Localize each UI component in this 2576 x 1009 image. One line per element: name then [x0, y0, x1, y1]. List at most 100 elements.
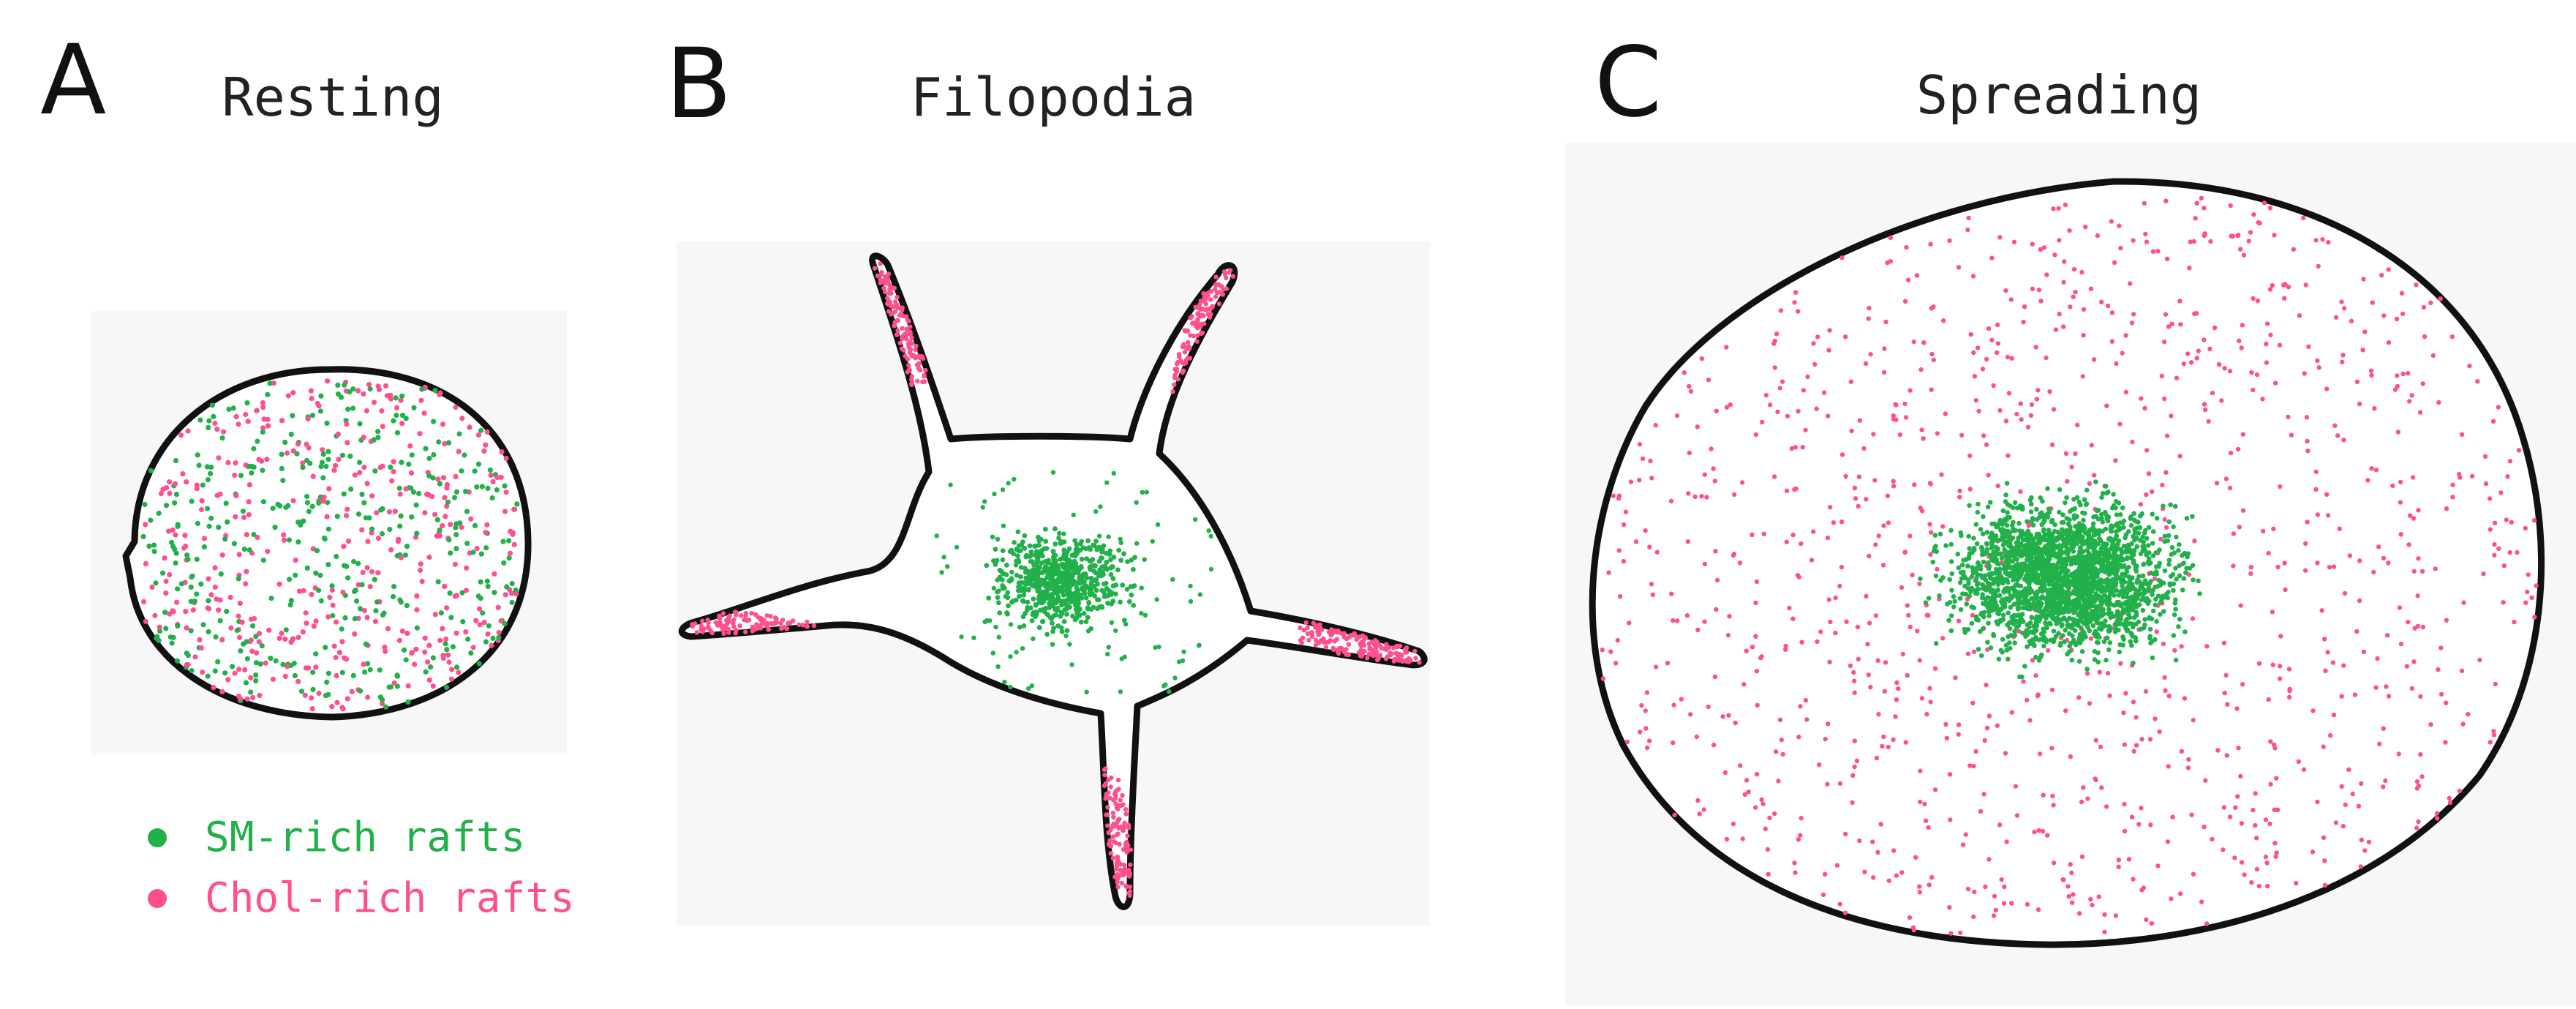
chol-raft-dot: [437, 528, 442, 533]
chol-raft-dot: [1230, 274, 1236, 279]
chol-raft-dot: [1826, 721, 1831, 727]
chol-raft-dot: [222, 670, 228, 676]
chol-raft-dot: [2116, 858, 2121, 863]
chol-raft-dot: [2249, 879, 2254, 885]
chol-raft-dot: [2400, 371, 2406, 377]
sm-raft-dot: [1134, 541, 1140, 546]
chol-raft-dot: [2134, 715, 2139, 720]
chol-raft-dot: [2369, 466, 2374, 471]
sm-raft-dot: [1975, 509, 1981, 515]
chol-raft-dot: [444, 647, 450, 653]
sm-raft-dot: [980, 505, 986, 510]
sm-raft-dot: [2057, 487, 2063, 492]
chol-raft-dot: [2228, 203, 2233, 209]
sm-raft-dot: [2000, 617, 2006, 622]
chol-raft-dot: [1944, 735, 1949, 741]
chol-raft-dot: [2221, 640, 2227, 645]
chol-raft-dot: [1124, 839, 1129, 845]
sm-raft-dot: [379, 530, 385, 537]
chol-raft-dot: [1213, 274, 1219, 280]
chol-raft-dot: [206, 576, 211, 582]
sm-raft-dot: [212, 420, 218, 427]
sm-raft-dot: [233, 460, 238, 466]
chol-raft-dot: [1973, 749, 1978, 754]
chol-raft-dot: [1843, 831, 1848, 837]
sm-raft-dot: [279, 451, 285, 457]
sm-raft-dot: [1918, 576, 1923, 582]
chol-raft-dot: [1334, 637, 1340, 642]
chol-raft-dot: [1197, 323, 1202, 329]
sm-raft-dot: [986, 595, 992, 601]
chol-raft-dot: [2311, 708, 2316, 713]
sm-raft-dot: [290, 413, 295, 419]
chol-raft-dot: [453, 630, 459, 636]
chol-raft-dot: [717, 616, 723, 621]
chol-raft-dot: [1848, 379, 1854, 384]
chol-raft-dot: [451, 495, 458, 500]
chol-raft-dot: [2498, 490, 2504, 495]
chol-raft-dot: [900, 326, 905, 331]
chol-raft-dot: [1702, 561, 1708, 567]
chol-raft-dot: [1650, 592, 1655, 597]
chol-raft-dot: [2202, 206, 2207, 211]
chol-raft-dot: [1856, 656, 1861, 661]
sm-raft-dot: [2006, 610, 2011, 615]
chol-raft-dot: [478, 551, 485, 557]
chol-raft-dot: [2488, 740, 2493, 745]
sm-raft-dot: [399, 629, 405, 634]
sm-raft-dot: [1984, 541, 1990, 547]
chol-raft-dot: [2395, 383, 2400, 389]
chol-raft-dot: [2420, 624, 2426, 630]
sm-raft-dot: [325, 500, 331, 506]
chol-raft-dot: [904, 327, 910, 332]
chol-raft-dot: [189, 667, 195, 674]
chol-raft-dot: [2509, 519, 2514, 525]
chol-raft-dot: [2341, 663, 2346, 668]
chol-raft-dot: [358, 606, 364, 612]
chol-raft-dot: [2166, 764, 2171, 769]
sm-raft-dot: [2025, 519, 2030, 525]
chol-raft-dot: [369, 493, 375, 499]
chol-raft-dot: [317, 572, 323, 578]
chol-raft-dot: [2444, 618, 2449, 623]
chol-raft-dot: [1358, 648, 1363, 653]
sm-raft-dot: [996, 634, 1002, 639]
chol-raft-dot: [1760, 419, 1765, 424]
sm-raft-dot: [2106, 572, 2112, 577]
sm-raft-dot: [1036, 542, 1042, 548]
sm-raft-dot: [2000, 508, 2006, 514]
chol-raft-dot: [1180, 370, 1186, 375]
sm-raft-dot: [440, 626, 445, 631]
chol-raft-dot: [2182, 696, 2188, 701]
sm-raft-dot: [959, 634, 964, 639]
chol-raft-dot: [2323, 668, 2328, 673]
chol-raft-dot: [2164, 433, 2170, 438]
chol-raft-dot: [811, 623, 817, 629]
sm-raft-dot: [453, 525, 459, 530]
sm-raft-dot: [2006, 564, 2012, 569]
chol-raft-dot: [1731, 551, 1737, 557]
sm-raft-dot: [377, 694, 383, 700]
sm-raft-dot: [1066, 567, 1071, 572]
chol-raft-dot: [1839, 564, 1845, 570]
chol-raft-dot: [894, 302, 900, 307]
sm-raft-dot: [1031, 569, 1037, 574]
sm-raft-dot: [1036, 585, 1042, 590]
sm-raft-dot: [1014, 572, 1020, 578]
filopodia-raft-dots: [690, 261, 1422, 899]
chol-raft-dot: [226, 406, 232, 412]
chol-raft-dot: [196, 462, 202, 468]
chol-raft-dot: [244, 532, 249, 538]
chol-raft-dot: [1400, 659, 1405, 664]
chol-raft-dot: [2227, 369, 2233, 374]
chol-raft-dot: [1177, 354, 1182, 359]
sm-raft-dot: [256, 457, 262, 462]
chol-raft-dot: [426, 455, 432, 462]
sm-raft-dot: [2121, 525, 2126, 530]
sm-raft-dot: [1986, 620, 1991, 626]
sm-raft-dot: [1008, 684, 1013, 690]
sm-raft-dot: [398, 513, 404, 519]
chol-raft-dot: [2085, 796, 2090, 801]
chol-raft-dot: [310, 686, 316, 693]
sm-raft-dot: [2154, 564, 2159, 569]
